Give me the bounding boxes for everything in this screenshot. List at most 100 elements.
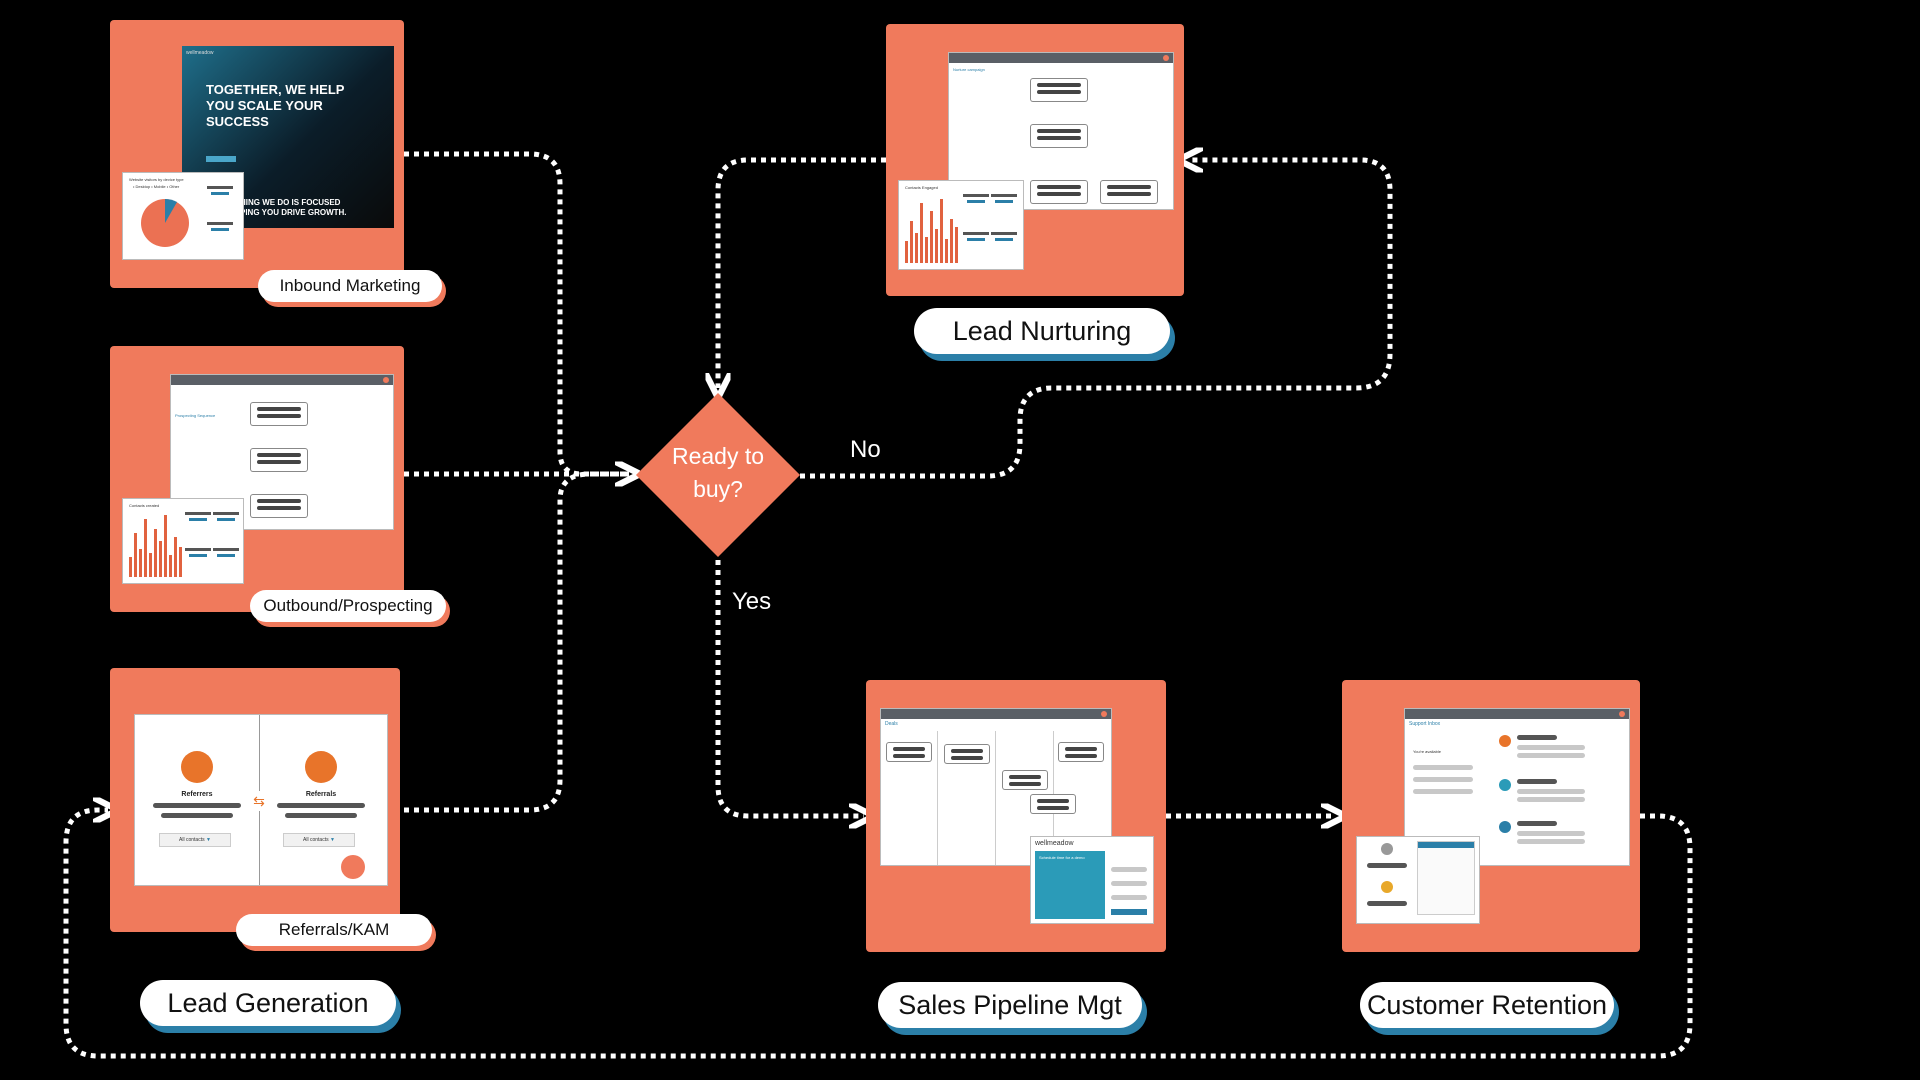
nurture-step-3	[1031, 181, 1087, 203]
nurture-step-1	[1031, 79, 1087, 101]
deal-card-5	[1059, 743, 1103, 761]
pie-stat-1	[207, 183, 233, 209]
outbound-prospecting-label: Outbound/Prospecting	[250, 590, 446, 622]
referrals-filter-label: All contacts	[303, 837, 329, 843]
pie-title: Website visitors by device type	[129, 177, 184, 182]
referrers-title: Referrers	[181, 791, 213, 798]
lead-generation-label: Lead Generation	[140, 980, 396, 1026]
sequence-title: Prospecting Sequence	[175, 413, 216, 418]
ticket-avatar-1	[1499, 735, 1511, 747]
referrals-line-2	[285, 813, 357, 818]
calendar-panel: Schedule time for a demo	[1035, 851, 1105, 919]
referrals-kam-label: Referrals/KAM	[236, 914, 432, 946]
lead-nurturing-card: Nurture campaign Contacts Engaged	[886, 24, 1184, 296]
customer-retention-card: Support Inbox You're available	[1342, 680, 1640, 952]
referrers-filter-label: All contacts	[179, 837, 205, 843]
hero-line1: TOGETHER, WE HELP	[206, 82, 345, 97]
ticket-line-2c	[1517, 797, 1585, 802]
inbox-filter-2	[1413, 777, 1473, 782]
nurture-stat-2	[991, 191, 1017, 217]
referrers-line-1	[153, 803, 241, 808]
routing-line-2	[1367, 901, 1407, 906]
routing-dropdown-header	[1418, 842, 1474, 848]
routing-dropdown[interactable]	[1417, 841, 1475, 915]
inbound-marketing-card: wellmeadow TOGETHER, WE HELP YOU SCALE Y…	[110, 20, 404, 288]
demo-submit-button[interactable]	[1111, 909, 1147, 915]
availability-status: You're available	[1413, 749, 1441, 754]
deal-card-3	[1003, 771, 1047, 789]
deals-column-divider-2	[995, 731, 996, 865]
sequence-step-3	[251, 495, 307, 517]
sequence-step-1	[251, 403, 307, 425]
referrals-kam-card: Referrers All contacts ▼ ⇆ Referrals All…	[110, 668, 400, 932]
connector-yes-to-pipeline	[715, 560, 864, 816]
outbound-stat-3	[185, 545, 211, 571]
ticket-line-2a	[1517, 779, 1557, 784]
routing-line-1	[1367, 863, 1407, 868]
chevron-down-icon: ▼	[330, 837, 335, 843]
referrers-icon	[181, 751, 213, 783]
pie-legend: • Desktop • Mobile • Other	[133, 184, 180, 189]
connector-nurturing-to-decision	[718, 157, 886, 388]
nurture-stat-4	[991, 229, 1017, 255]
contacts-engaged-bars	[905, 199, 958, 263]
contacts-engaged-widget: Contacts Engaged	[898, 180, 1024, 270]
demo-field-3	[1111, 895, 1147, 900]
referrals-window: Referrers All contacts ▼ ⇆ Referrals All…	[134, 714, 388, 886]
decision-label-line2: buy?	[693, 476, 743, 502]
connector-inbound-to-decision	[404, 151, 630, 474]
nurture-stat-1	[963, 191, 989, 217]
customer-retention-label: Customer Retention	[1360, 982, 1614, 1028]
referrers-line-2	[161, 813, 233, 818]
sales-pipeline-card: Deals wellmeadow Schedule time for a dem…	[866, 680, 1166, 952]
contacts-created-title: Contacts created	[129, 503, 160, 508]
chevron-down-icon: ▼	[206, 837, 211, 843]
outbound-prospecting-card: Prospecting Sequence Contacts created	[110, 346, 404, 612]
inbox-filter-1	[1413, 765, 1473, 770]
sprocket-icon	[341, 855, 365, 879]
decision-label: Ready to buy?	[638, 440, 798, 506]
ticket-line-3b	[1517, 831, 1585, 836]
referrals-line-1	[277, 803, 365, 808]
hero-line3: SUCCESS	[206, 114, 269, 129]
demo-widget: wellmeadow Schedule time for a demo	[1030, 836, 1154, 924]
support-inbox-title: Support Inbox	[1409, 721, 1441, 727]
ticket-line-1c	[1517, 753, 1585, 758]
hero-subtext: HING WE DO IS FOCUSED PING YOU DRIVE GRO…	[240, 198, 347, 218]
nurture-step-4	[1101, 181, 1157, 203]
demo-field-1	[1111, 867, 1147, 872]
ticket-line-3c	[1517, 839, 1585, 844]
routing-avatar-1	[1381, 843, 1393, 855]
hero-line2: YOU SCALE YOUR	[206, 98, 323, 113]
sub-line1: HING WE DO IS FOCUSED	[240, 198, 341, 207]
connector-no-to-nurturing	[800, 160, 1393, 479]
inbound-marketing-label: Inbound Marketing	[258, 270, 442, 302]
connector-retention-loop	[63, 810, 1693, 1059]
sequence-window: Prospecting Sequence	[170, 374, 394, 530]
ticket-avatar-3	[1499, 821, 1511, 833]
yes-label: Yes	[732, 588, 772, 615]
routing-avatar-2	[1381, 881, 1393, 893]
pie-stat-2	[207, 219, 233, 245]
ticket-line-3a	[1517, 821, 1557, 826]
decision-label-line1: Ready to	[671, 443, 765, 469]
contacts-created-widget: Contacts created	[122, 498, 244, 584]
pie-chart	[141, 198, 189, 247]
inbox-filter-3	[1413, 789, 1473, 794]
routing-widget	[1356, 836, 1480, 924]
referrals-filter[interactable]: All contacts ▼	[283, 833, 355, 847]
ticket-line-1b	[1517, 745, 1585, 750]
deal-card-1	[887, 743, 931, 761]
referrals-title: Referrals	[305, 791, 337, 798]
ticket-avatar-2	[1499, 779, 1511, 791]
hero-headline: TOGETHER, WE HELP YOU SCALE YOUR SUCCESS	[206, 82, 344, 130]
sales-pipeline-label: Sales Pipeline Mgt	[878, 982, 1142, 1028]
referrers-filter[interactable]: All contacts ▼	[159, 833, 231, 847]
outbound-stat-4	[213, 545, 239, 571]
deals-column-divider-1	[937, 731, 938, 865]
swap-arrows-icon: ⇆	[249, 791, 269, 811]
nurture-campaign-title: Nurture campaign	[953, 67, 985, 72]
nurture-stat-3	[963, 229, 989, 255]
